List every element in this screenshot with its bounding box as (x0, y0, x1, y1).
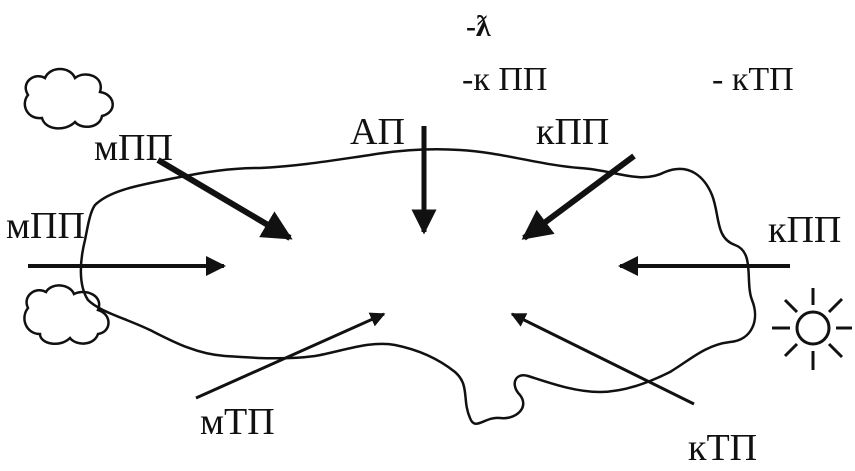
label-mid-right: кПП (768, 209, 841, 251)
arrow-bottom-right (510, 312, 695, 406)
legend-row2-right: - кТП (712, 61, 794, 98)
label-top-left: мПП (94, 127, 173, 169)
cloud-icon (23, 67, 114, 130)
label-bottom-left: мТП (200, 401, 275, 443)
label-bottom-right: кТП (688, 427, 757, 469)
cloud-icon (23, 284, 110, 346)
legend-row2: -к ПП (462, 61, 547, 98)
legend-row1-mark: -ƛ (466, 10, 491, 43)
label-top-center: АП (350, 111, 405, 153)
arrow-bottom-left (195, 312, 386, 400)
sun-icon (772, 288, 852, 370)
arrow-top-right (521, 153, 636, 241)
arrows (28, 126, 790, 406)
continent-outline (79, 148, 757, 425)
label-top-right: кПП (536, 111, 609, 153)
label-mid-left: мПП (6, 205, 85, 247)
arrow-top-left (156, 157, 293, 241)
